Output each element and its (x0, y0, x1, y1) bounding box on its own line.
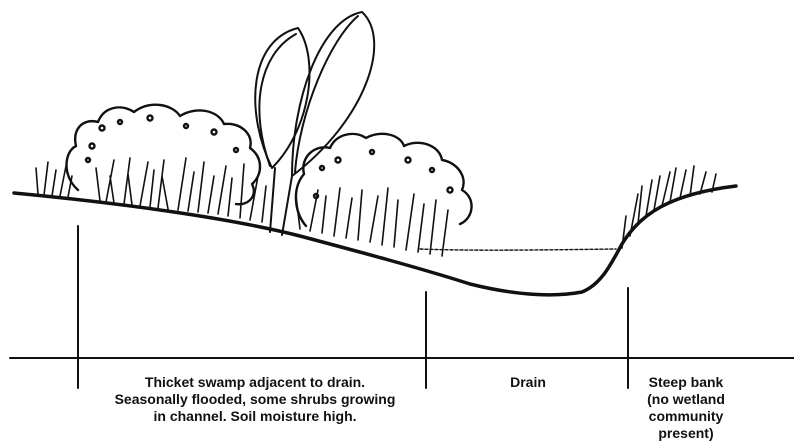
right-shrub (296, 134, 472, 226)
thicket-line-1: Thicket swamp adjacent to drain. (80, 374, 430, 391)
bank-line-4: present) (626, 425, 746, 442)
thicket-line-2: Seasonally flooded, some shrubs growing (80, 391, 430, 408)
drain-line-1: Drain (430, 374, 626, 391)
zone-dividers (10, 226, 794, 388)
zone-label-steep-bank: Steep bank (no wetland community present… (626, 374, 746, 442)
thicket-line-3: in channel. Soil moisture high. (80, 408, 430, 425)
ground-profile-line (14, 186, 736, 295)
zone-label-thicket-swamp: Thicket swamp adjacent to drain. Seasona… (80, 374, 430, 425)
bank-line-3: community (626, 408, 746, 425)
water-surface-line (420, 249, 616, 250)
bank-line-2: (no wetland (626, 391, 746, 408)
zone-label-drain: Drain (430, 374, 626, 391)
bank-line-1: Steep bank (626, 374, 746, 391)
tall-plant-leaves (255, 12, 374, 235)
